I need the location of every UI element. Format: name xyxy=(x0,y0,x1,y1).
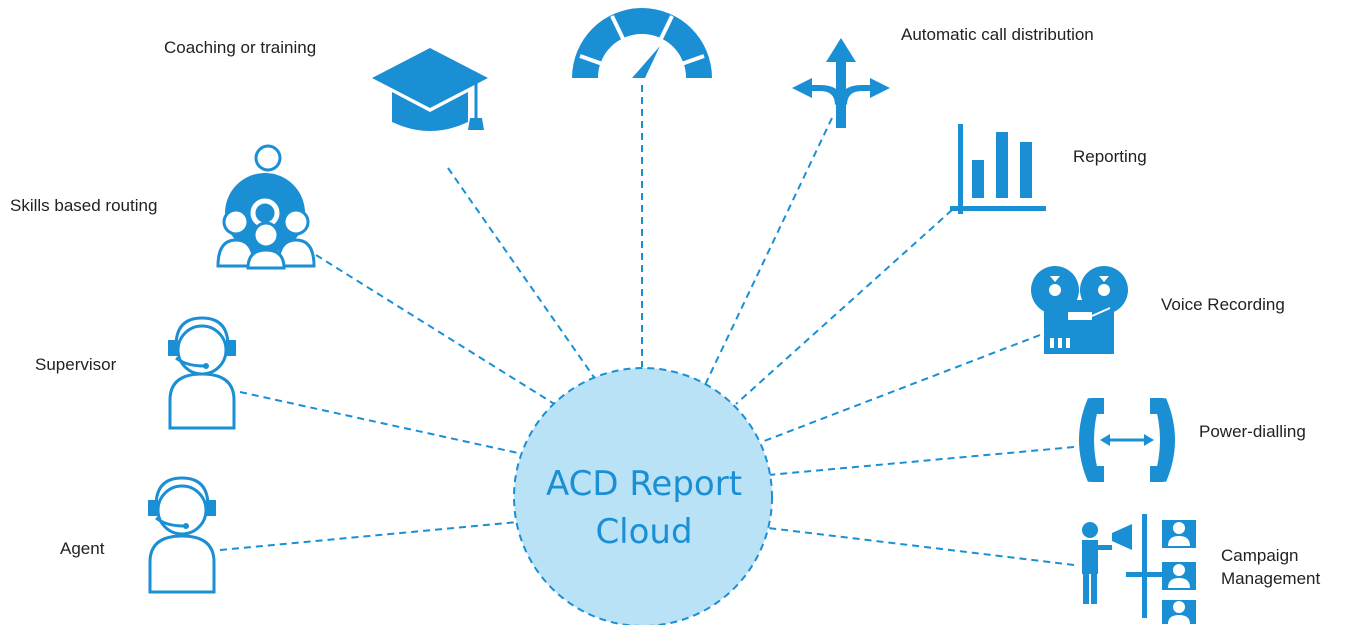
label-voice: Voice Recording xyxy=(1161,295,1285,314)
split-arrows-icon xyxy=(792,38,890,128)
connector-agent xyxy=(219,521,519,551)
people-group-icon xyxy=(216,144,316,270)
label-power: Power-dialling xyxy=(1199,422,1306,441)
label-campaign-line2: Management xyxy=(1221,569,1321,588)
center-hub xyxy=(513,367,773,627)
connector-acd xyxy=(704,117,833,386)
label-acd: Automatic call distribution xyxy=(901,25,1094,44)
headset-person-icon-agent xyxy=(148,476,216,594)
label-coaching: Coaching or training xyxy=(164,38,317,57)
label-skills: Skills based routing xyxy=(10,196,158,215)
reel-recorder-icon xyxy=(1031,266,1128,354)
label-reporting: Reporting xyxy=(1073,147,1147,166)
label-agent: Agent xyxy=(60,539,105,558)
connector-campaign xyxy=(759,526,1075,566)
phone-dial-icon xyxy=(1079,398,1175,482)
connector-voice xyxy=(758,334,1041,444)
presenter-org-chart-icon xyxy=(1082,514,1196,624)
connector-supervisor xyxy=(239,391,519,454)
headset-person-icon xyxy=(168,316,236,430)
connector-reporting xyxy=(735,209,953,405)
connector-skills xyxy=(315,254,557,406)
center-label-line2: Cloud xyxy=(595,512,693,552)
connector-coaching xyxy=(447,167,599,384)
center-label: ACD Report Cloud xyxy=(516,460,772,556)
label-campaign-line1: Campaign xyxy=(1221,546,1299,565)
bar-chart-icon xyxy=(950,124,1046,214)
label-supervisor: Supervisor xyxy=(35,355,117,374)
speedometer-gauge-icon xyxy=(568,8,716,82)
connector-power xyxy=(767,446,1075,476)
graduation-cap-icon xyxy=(372,48,488,131)
center-label-line1: ACD Report xyxy=(545,464,743,504)
connectors xyxy=(219,85,1075,566)
